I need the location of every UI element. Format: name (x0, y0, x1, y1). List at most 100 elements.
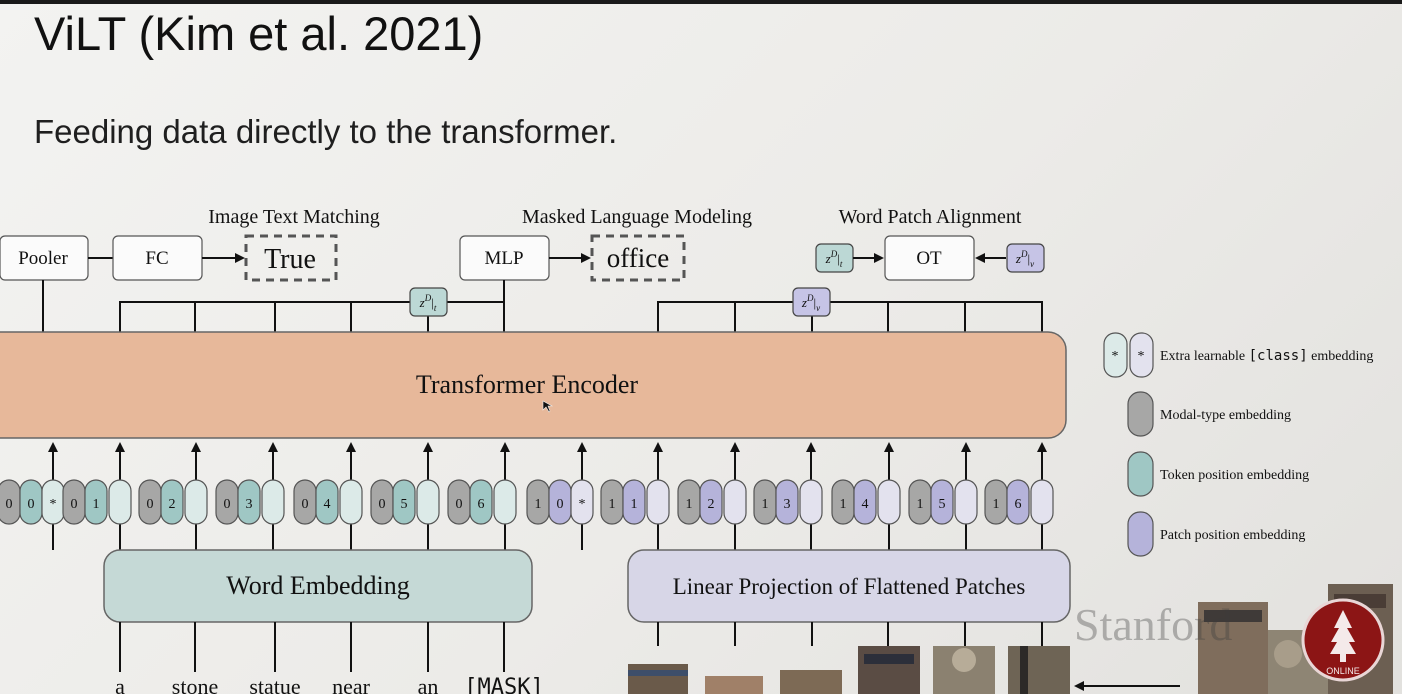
mlm-output-label: office (607, 243, 669, 273)
patch-embedding-pill (646, 479, 670, 525)
input-word: [MASK] (464, 675, 543, 694)
mlm-head-label: Masked Language Modeling (522, 206, 752, 228)
wpa-zv-sup: D (1020, 249, 1028, 259)
svg-text:6: 6 (478, 497, 485, 512)
modal-type-pill: 0 (447, 479, 471, 525)
encoder-label: Transformer Encoder (416, 370, 638, 399)
itm-head-label: Image Text Matching (208, 206, 380, 228)
svg-text:3: 3 (784, 497, 791, 512)
svg-text:3: 3 (246, 497, 253, 512)
patch-position-pill: 2 (699, 479, 723, 525)
itm-output-label: True (264, 244, 316, 275)
svg-text:Patch position embedding: Patch position embedding (1160, 528, 1305, 543)
pooler-box: Pooler (0, 235, 89, 281)
svg-text:1: 1 (535, 497, 542, 512)
svg-text:2: 2 (708, 497, 715, 512)
svg-text:4: 4 (324, 497, 331, 512)
wpa-zt-sup: D (830, 249, 838, 259)
svg-text:5: 5 (401, 497, 408, 512)
input-word: a (115, 674, 125, 694)
itm-output-box: True (244, 234, 338, 282)
modal-type-pill: 0 (370, 479, 394, 525)
svg-text:0: 0 (456, 497, 463, 512)
patch-embedding-pill (877, 479, 901, 525)
legend-modal: Modal-type embedding (1127, 391, 1291, 437)
logo-text: ONLINE (1326, 666, 1360, 676)
input-word: near (332, 674, 371, 694)
modal-type-pill: 1 (753, 479, 777, 525)
patch-image (780, 670, 842, 694)
mlp-label: MLP (484, 248, 523, 269)
slide-title: ViLT (Kim et al. 2021) (34, 7, 484, 60)
token-position-pill: 5 (392, 479, 416, 525)
legend-token: Token position embedding (1127, 451, 1309, 497)
pooler-label: Pooler (18, 248, 68, 269)
word-embedding-box: Word Embedding (103, 549, 533, 623)
patch-position-pill: 5 (930, 479, 954, 525)
svg-text:Extra learnable [class] embedd: Extra learnable [class] embedding (1160, 348, 1373, 364)
patch-projection-label: Linear Projection of Flattened Patches (673, 574, 1026, 599)
transformer-encoder: Transformer Encoder (0, 331, 1067, 439)
legend-patch: Patch position embedding (1127, 511, 1305, 557)
svg-text:1: 1 (609, 497, 616, 512)
svg-text:1: 1 (631, 497, 638, 512)
modal-type-pill: 0 (215, 479, 239, 525)
fc-box: FC (112, 235, 203, 281)
token-embedding-pill (493, 479, 517, 525)
patch-image (858, 646, 920, 694)
svg-text:1: 1 (762, 497, 769, 512)
legend-extra: * * Extra learnable [class] embedding (1103, 332, 1373, 378)
svg-text:*: * (50, 497, 57, 512)
svg-text:1: 1 (686, 497, 693, 512)
legend: * * Extra learnable [class] embedding Mo… (1103, 332, 1373, 557)
svg-text:4: 4 (862, 497, 869, 512)
svg-text:1: 1 (840, 497, 847, 512)
svg-text:zD|v: zD|v (1015, 249, 1034, 269)
class-embedding-pill: * (570, 479, 594, 525)
token-embedding-pill (416, 479, 440, 525)
token-position-pill: 2 (160, 479, 184, 525)
patch-embedding-pill (799, 479, 823, 525)
encoder-input-arrows (48, 442, 1047, 550)
modal-type-pill: 1 (526, 479, 550, 525)
text-output-tag: zD|t (409, 287, 448, 317)
wpa-text-tag: zD|t (815, 243, 854, 273)
patch-position-pill: 6 (1006, 479, 1030, 525)
patch-projection-box: Linear Projection of Flattened Patches (627, 549, 1071, 623)
patch-embedding-pill (954, 479, 978, 525)
svg-text:*: * (1138, 349, 1145, 364)
token-position-pill: 6 (469, 479, 493, 525)
modal-type-pill: 1 (600, 479, 624, 525)
patch-embedding-pill (1030, 479, 1054, 525)
patch-image (705, 676, 763, 694)
patch-position-pill: 1 (622, 479, 646, 525)
wpa-visual-tag: zD|v (1006, 243, 1045, 273)
input-word: an (418, 674, 439, 694)
patch-position-pill: 0 (548, 479, 572, 525)
stanford-online-logo-icon: ONLINE (1301, 598, 1385, 682)
svg-text:*: * (579, 497, 586, 512)
token-embedding-pill (261, 479, 285, 525)
svg-text:2: 2 (169, 497, 176, 512)
svg-text:0: 0 (224, 497, 231, 512)
patch-image (1008, 646, 1070, 694)
svg-text:0: 0 (302, 497, 309, 512)
input-word: stone (172, 674, 218, 694)
patch-position-pill: 3 (775, 479, 799, 525)
visual-output-tag: zD|v (792, 287, 831, 317)
svg-text:zD|v: zD|v (801, 293, 820, 313)
top-bar (0, 0, 1402, 4)
